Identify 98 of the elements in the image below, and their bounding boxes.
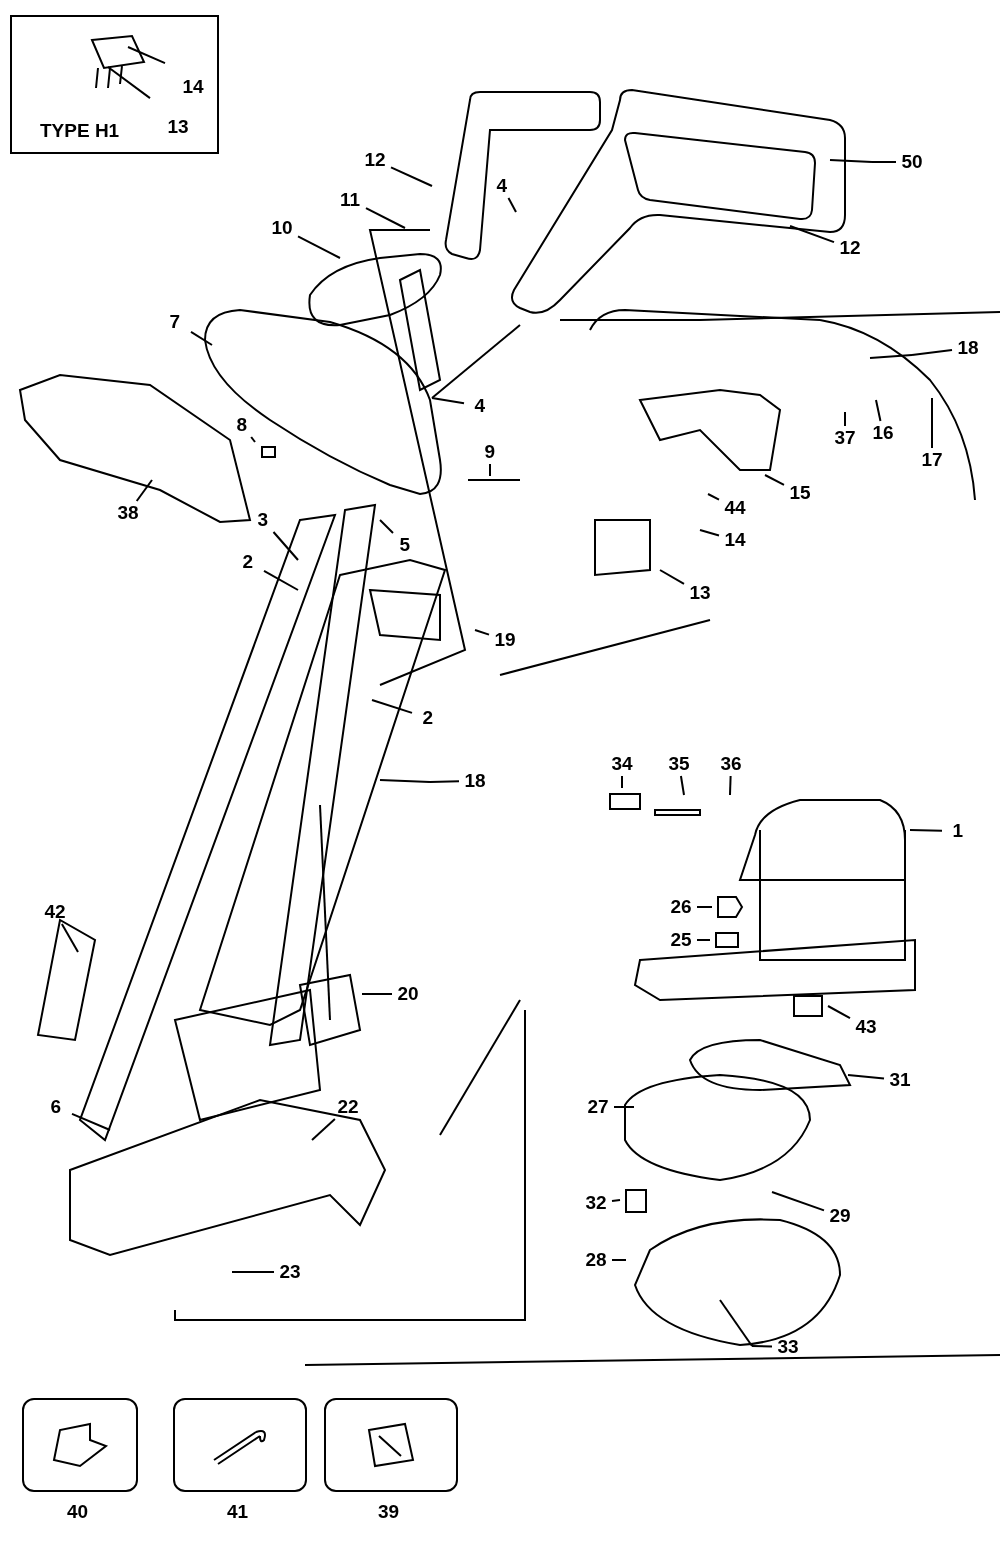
leader-line: [371, 699, 413, 714]
leader-line: [729, 775, 732, 796]
callout-number: 38: [117, 503, 139, 523]
callout-number: 18: [957, 338, 979, 358]
part-box: [173, 1398, 307, 1492]
leader-line: [875, 399, 882, 422]
callout-number: 16: [872, 423, 894, 443]
callout-number: 2: [242, 552, 254, 572]
leader-line: [764, 474, 785, 486]
leader-line: [611, 1259, 627, 1261]
callout-number: 11: [340, 190, 361, 210]
leader-line: [699, 529, 720, 537]
callout-number: 32: [585, 1193, 607, 1213]
leader-line: [613, 1106, 635, 1108]
part-box: [22, 1398, 138, 1492]
leader-line: [250, 436, 256, 443]
callout-number: 41: [227, 1502, 249, 1522]
leader-line: [489, 463, 491, 477]
leader-line: [190, 330, 213, 346]
callout-number: 50: [901, 152, 923, 172]
callout-number: 20: [397, 984, 419, 1004]
callout-number: 42: [44, 902, 66, 922]
callout-number: 5: [399, 535, 411, 555]
callout-number: 27: [587, 1097, 609, 1117]
leader-line: [611, 1199, 621, 1202]
leader-line: [429, 780, 460, 783]
leader-line: [931, 397, 933, 449]
leader-line: [71, 1112, 111, 1131]
leader-line: [847, 1074, 885, 1080]
leader-line: [621, 775, 623, 789]
callout-number: 33: [777, 1337, 799, 1357]
leader-line: [659, 569, 685, 585]
variant-label: TYPE H1: [40, 121, 120, 141]
inset-box: [10, 15, 219, 154]
callout-number: 13: [167, 117, 189, 137]
callout-number: 4: [496, 176, 508, 196]
callout-number: 18: [464, 771, 486, 791]
part-box: [324, 1398, 458, 1492]
callout-number: 22: [337, 1097, 359, 1117]
leader-line: [245, 1271, 275, 1273]
leader-line: [135, 479, 153, 502]
callout-number: 31: [889, 1070, 911, 1090]
leader-line: [365, 207, 406, 229]
callout-number: 7: [169, 312, 181, 332]
callout-number: 8: [236, 415, 248, 435]
callout-number: 6: [50, 1097, 62, 1117]
leader-line: [696, 906, 713, 908]
leader-line: [771, 1191, 825, 1212]
callout-number: 36: [720, 754, 742, 774]
callout-number: 17: [921, 450, 943, 470]
callout-number: 23: [279, 1262, 301, 1282]
callout-number: 1: [952, 821, 964, 841]
leader-line: [789, 225, 835, 244]
leader-line: [272, 531, 299, 561]
leader-line: [474, 629, 490, 636]
leader-line: [911, 349, 953, 356]
callout-number: 19: [494, 630, 516, 650]
callout-number: 35: [668, 754, 690, 774]
callout-number: 15: [789, 483, 811, 503]
callout-number: 44: [724, 498, 746, 518]
callout-number: 14: [182, 77, 204, 97]
callout-number: 37: [834, 428, 856, 448]
leader-line: [390, 166, 433, 187]
callout-number: 28: [585, 1250, 607, 1270]
leader-line: [507, 197, 517, 213]
callout-number: 12: [364, 150, 386, 170]
leader-line: [707, 493, 720, 501]
callout-number: 29: [829, 1206, 851, 1226]
leader-line: [431, 397, 465, 405]
callout-number: 9: [484, 442, 496, 462]
callout-number: 39: [378, 1502, 400, 1522]
leader-line: [127, 46, 166, 65]
leader-line: [871, 161, 897, 163]
leader-line: [751, 1345, 773, 1348]
leader-line: [379, 519, 394, 534]
leader-line: [107, 66, 151, 100]
leader-line: [60, 923, 79, 953]
callout-number: 43: [855, 1017, 877, 1037]
callout-number: 4: [474, 396, 486, 416]
callout-number: 34: [611, 754, 633, 774]
callout-number: 2: [422, 708, 434, 728]
callout-number: 12: [839, 238, 861, 258]
leader-line: [361, 993, 393, 995]
callout-number: 3: [257, 510, 269, 530]
leader-line: [679, 775, 685, 796]
leader-line: [696, 939, 711, 941]
callout-number: 26: [670, 897, 692, 917]
leader-line: [909, 829, 943, 832]
leader-line: [311, 1118, 336, 1141]
leader-line: [297, 235, 341, 259]
callout-number: 25: [670, 930, 692, 950]
leader-line: [263, 569, 299, 591]
leader-line: [827, 1005, 851, 1020]
leader-line: [844, 411, 846, 427]
callout-number: 13: [689, 583, 711, 603]
callout-number: 40: [67, 1502, 89, 1522]
callout-number: 10: [271, 218, 293, 238]
callout-number: 14: [724, 530, 746, 550]
